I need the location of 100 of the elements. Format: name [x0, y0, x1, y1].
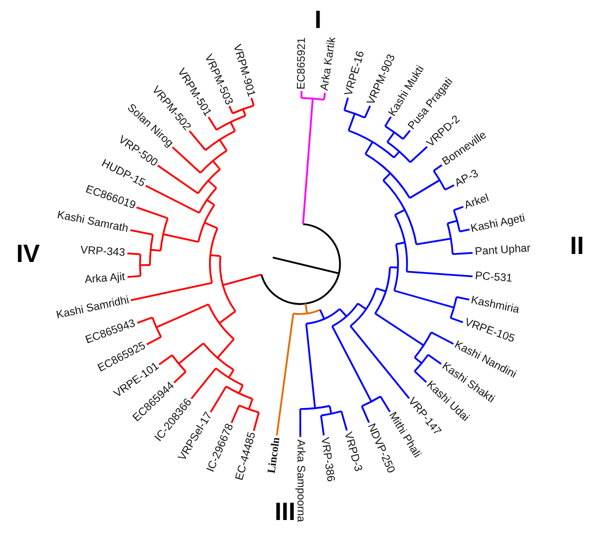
- branch-line: [204, 222, 218, 230]
- branch-arc: [348, 130, 395, 158]
- branch-arc: [215, 368, 244, 386]
- variety-label: VRPD-3: [341, 430, 365, 474]
- variety-label: VRP-343: [80, 244, 126, 260]
- branch-line: [410, 146, 428, 163]
- branch-line: [396, 242, 405, 246]
- branch-arc: [216, 114, 246, 131]
- branch-arc: [394, 214, 408, 272]
- branch-line: [210, 254, 220, 257]
- branch-line: [414, 370, 427, 383]
- branch-arc: [306, 308, 340, 325]
- branch-arc: [301, 97, 324, 101]
- branch-arc: [152, 317, 162, 338]
- branch-line: [409, 179, 440, 199]
- branch-arc: [204, 130, 236, 151]
- branch-arc: [226, 386, 253, 400]
- branch-line: [172, 146, 202, 174]
- branch-line: [299, 409, 302, 437]
- branch-arc: [320, 410, 342, 416]
- branch-line: [250, 98, 255, 106]
- branch-line: [216, 338, 235, 358]
- branch-line: [173, 371, 186, 384]
- branch-arc: [432, 170, 446, 190]
- branch-line: [444, 184, 454, 191]
- branch-arc: [149, 234, 154, 266]
- branch-line: [276, 313, 294, 436]
- variety-label: Kashi Samrath: [56, 209, 130, 236]
- cluster-numeral: I: [314, 7, 322, 33]
- branch-line: [331, 326, 372, 402]
- branch-line: [394, 209, 406, 216]
- branch-line: [382, 172, 391, 181]
- branch-arc: [364, 153, 410, 199]
- branch-line: [127, 275, 141, 278]
- branch-line: [302, 98, 314, 224]
- branch-line: [364, 105, 371, 118]
- branch-line: [248, 398, 254, 410]
- variety-label: AP-3: [452, 167, 481, 190]
- branch-line: [218, 139, 228, 152]
- branch-line: [300, 91, 302, 98]
- branch-arc: [139, 254, 142, 276]
- branch-line: [452, 252, 473, 256]
- branch-line: [319, 309, 325, 320]
- variety-label: Kashi Ageti: [470, 212, 527, 236]
- branch-arc: [414, 332, 432, 358]
- branch-line: [252, 412, 260, 431]
- branch-arc: [209, 228, 218, 283]
- branch-line: [163, 233, 199, 243]
- branch-line: [394, 290, 454, 308]
- branch-line: [433, 164, 442, 172]
- branch-line: [386, 132, 396, 143]
- branch-arc: [202, 342, 234, 371]
- branch-line: [374, 312, 424, 346]
- branch-line: [323, 92, 326, 100]
- branch-line: [228, 369, 234, 378]
- branch-line: [208, 116, 218, 130]
- branch-line: [212, 160, 221, 170]
- branch-line: [157, 164, 199, 194]
- branch-line: [230, 405, 240, 424]
- branch-arc: [232, 104, 254, 114]
- branch-line: [402, 130, 411, 140]
- branch-line: [348, 113, 356, 131]
- branch-arc: [344, 109, 366, 119]
- branch-line: [414, 356, 422, 364]
- branch-line: [156, 304, 209, 328]
- branch-arc: [446, 223, 454, 254]
- variety-label: Pant Uphar: [474, 242, 531, 260]
- branch-arc: [393, 244, 399, 291]
- branch-arc: [171, 354, 186, 372]
- branch-arc: [350, 288, 378, 327]
- variety-label: Kashmiria: [470, 294, 520, 317]
- branch-line: [380, 396, 391, 412]
- branch-line: [320, 415, 325, 436]
- branch-arc: [374, 267, 391, 314]
- variety-label: PC-531: [474, 270, 512, 286]
- branch-line: [140, 264, 150, 266]
- cluster-numeral: II: [570, 233, 584, 259]
- branch-line: [136, 206, 168, 220]
- branch-arc: [332, 302, 359, 327]
- branch-line: [130, 229, 154, 236]
- branch-line: [190, 368, 217, 400]
- branch-line: [447, 220, 458, 224]
- cluster-numeral: IV: [16, 241, 40, 267]
- branch-line: [428, 354, 442, 365]
- branch-line: [460, 228, 470, 232]
- branch-line: [390, 266, 398, 268]
- branch-arc: [300, 405, 330, 410]
- branch-arc: [450, 296, 458, 318]
- branch-line: [230, 122, 236, 132]
- branch-line: [416, 238, 452, 246]
- branch-line: [127, 252, 140, 256]
- branch-line: [210, 386, 227, 413]
- branch-arc: [452, 210, 461, 232]
- variety-label: Arka Ajit: [84, 270, 126, 287]
- branch-arc: [160, 218, 169, 251]
- branch-line: [340, 411, 348, 431]
- branch-line: [206, 199, 215, 206]
- variety-label: VRP-386: [318, 436, 337, 482]
- branch-line: [272, 256, 340, 274]
- branch-arc: [386, 141, 411, 163]
